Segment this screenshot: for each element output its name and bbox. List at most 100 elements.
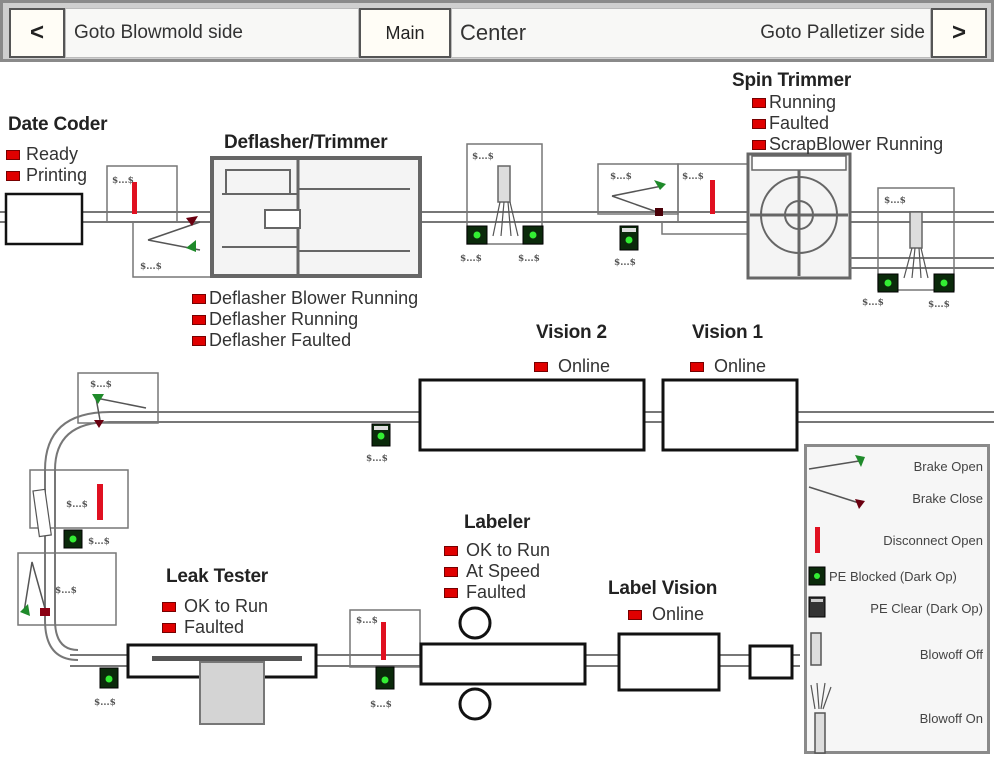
legend-pe-clear: PE Clear (Dark Op) — [870, 601, 983, 616]
device-tag: $...$ — [472, 152, 494, 162]
deflasher-title: Deflasher/Trimmer — [224, 132, 388, 153]
vision-2-title: Vision 2 — [536, 322, 607, 343]
exit-unit[interactable] — [748, 644, 794, 680]
brake-open-icon — [186, 240, 196, 252]
brake-box-4[interactable] — [17, 552, 117, 626]
brake-open-icon — [92, 394, 104, 404]
status-led — [752, 139, 766, 150]
disconnect-icon — [815, 527, 820, 553]
status-online: Online — [628, 604, 704, 625]
brake-close-icon — [40, 608, 50, 616]
status-online: Online — [534, 356, 610, 377]
status-printing: Printing — [6, 165, 87, 186]
deflasher-trimmer-unit[interactable] — [210, 156, 422, 278]
brake-open-icon — [808, 460, 860, 470]
disconnect-icon — [132, 182, 137, 214]
blowoff-on-icon — [497, 165, 511, 203]
prev-screen-button[interactable]: < — [9, 8, 65, 58]
device-tag: $...$ — [862, 298, 884, 308]
status-running: Deflasher Running — [192, 309, 418, 330]
legend-brake-close: Brake Close — [912, 491, 983, 506]
status-online: Online — [690, 356, 766, 377]
status-led — [444, 587, 458, 598]
labeler-unit[interactable] — [419, 642, 587, 686]
device-tag: $...$ — [66, 500, 88, 510]
vision-2-unit[interactable] — [418, 378, 646, 452]
disconnect-icon — [710, 180, 715, 214]
navigation-bar: < Goto Blowmold side Main Center Goto Pa… — [0, 0, 994, 62]
disconnect-box-1[interactable] — [106, 165, 178, 223]
main-button[interactable]: Main — [359, 8, 451, 58]
legend-disconnect-open: Disconnect Open — [883, 533, 983, 548]
brake-close-icon — [94, 420, 104, 428]
label-vision-status: Online — [628, 604, 704, 625]
brake-open-icon — [20, 604, 30, 616]
status-at-speed: At Speed — [444, 561, 550, 582]
vision-1-title: Vision 1 — [692, 322, 763, 343]
legend-pe-blocked: PE Blocked (Dark Op) — [829, 569, 957, 584]
status-ok-to-run: OK to Run — [162, 596, 268, 617]
device-tag: $...$ — [140, 262, 162, 272]
status-ready: Ready — [6, 144, 87, 165]
status-led — [534, 361, 548, 372]
spin-trimmer-title: Spin Trimmer — [732, 70, 852, 91]
leak-tester-status: OK to Run Faulted — [162, 596, 268, 638]
status-blower-running: Deflasher Blower Running — [192, 288, 418, 309]
device-tag: $...$ — [610, 172, 632, 182]
status-faulted: Deflasher Faulted — [192, 330, 418, 351]
device-tag: $...$ — [88, 537, 110, 547]
blowoff-on-icon — [810, 682, 832, 710]
disconnect-icon — [97, 484, 103, 520]
date-coder-title: Date Coder — [8, 114, 108, 135]
device-tag: $...$ — [682, 172, 704, 182]
next-screen-button[interactable]: > — [931, 8, 987, 58]
device-tag: $...$ — [370, 700, 392, 710]
brake-close-icon — [655, 208, 663, 216]
current-screen-title: Center — [451, 8, 931, 58]
status-led — [6, 170, 20, 181]
legend-brake-open: Brake Open — [913, 459, 983, 474]
labeler-title: Labeler — [464, 512, 531, 533]
status-faulted: Faulted — [752, 113, 943, 134]
status-faulted: Faulted — [162, 617, 268, 638]
status-running: Running — [752, 92, 943, 113]
current-screen-label: Center — [460, 20, 527, 45]
status-ok-to-run: OK to Run — [444, 540, 550, 561]
disconnect-box-3[interactable] — [29, 469, 129, 529]
label-roll-top — [458, 606, 492, 640]
blowoff-box-1[interactable] — [466, 143, 543, 245]
date-coder-unit[interactable] — [4, 192, 84, 246]
brake-close-icon — [808, 486, 860, 504]
brake-box-3[interactable] — [77, 372, 159, 424]
vision-1-unit[interactable] — [661, 378, 799, 452]
status-led — [6, 149, 20, 160]
spin-trimmer-status: Running Faulted ScrapBlower Running — [752, 92, 943, 155]
device-tag: $...$ — [55, 586, 77, 596]
status-led — [752, 97, 766, 108]
blowoff-box-2[interactable] — [877, 187, 955, 291]
vision-2-status: Online — [534, 356, 610, 377]
legend-panel: Brake Open Brake Close Disconnect Open P… — [804, 444, 990, 754]
legend-blowoff-off: Blowoff Off — [919, 647, 983, 662]
vision-1-status: Online — [690, 356, 766, 377]
device-tag: $...$ — [356, 616, 378, 626]
status-led — [192, 293, 206, 304]
status-led — [162, 622, 176, 633]
leak-tester-title: Leak Tester — [166, 566, 269, 587]
status-led — [192, 335, 206, 346]
status-led — [690, 361, 704, 372]
goto-palletizer-link[interactable]: Goto Palletizer side — [760, 22, 925, 43]
label-roll-bottom — [458, 687, 492, 721]
device-tag: $...$ — [366, 454, 388, 464]
device-tag: $...$ — [928, 300, 950, 310]
status-led — [628, 609, 642, 620]
device-tag: $...$ — [614, 258, 636, 268]
label-vision-unit[interactable] — [617, 632, 721, 692]
goto-blowmold-link[interactable]: Goto Blowmold side — [65, 8, 359, 58]
device-tag: $...$ — [112, 176, 134, 186]
blowoff-on-icon — [909, 211, 923, 249]
status-led — [162, 601, 176, 612]
labeler-status: OK to Run At Speed Faulted — [444, 540, 550, 603]
status-led — [444, 566, 458, 577]
